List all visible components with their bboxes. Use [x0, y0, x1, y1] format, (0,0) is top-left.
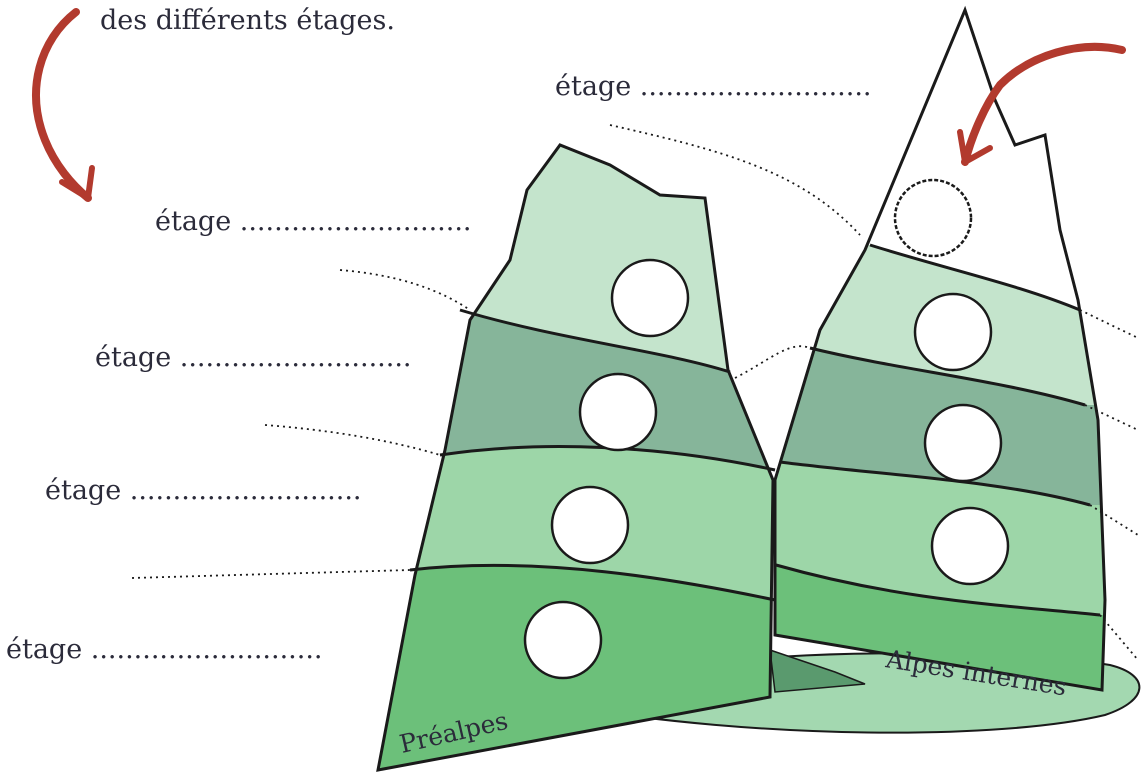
answer-circle-right-3[interactable] [925, 405, 1001, 481]
leader-line-right-1 [1080, 310, 1138, 338]
answer-circle-left-1[interactable] [612, 260, 688, 336]
leader-line-2 [265, 425, 440, 455]
answer-circle-left-2[interactable] [580, 374, 656, 450]
arrow-left-icon [36, 12, 92, 198]
leader-line-1 [340, 270, 470, 310]
leader-line-bridge [735, 346, 810, 378]
answer-circle-right-4[interactable] [932, 508, 1008, 584]
answer-circle-left-3[interactable] [552, 487, 628, 563]
answer-circle-right-2[interactable] [915, 294, 991, 370]
answer-circle-left-4[interactable] [525, 602, 601, 678]
answer-circle-right-1[interactable] [895, 180, 971, 256]
leader-line-3 [132, 570, 410, 578]
